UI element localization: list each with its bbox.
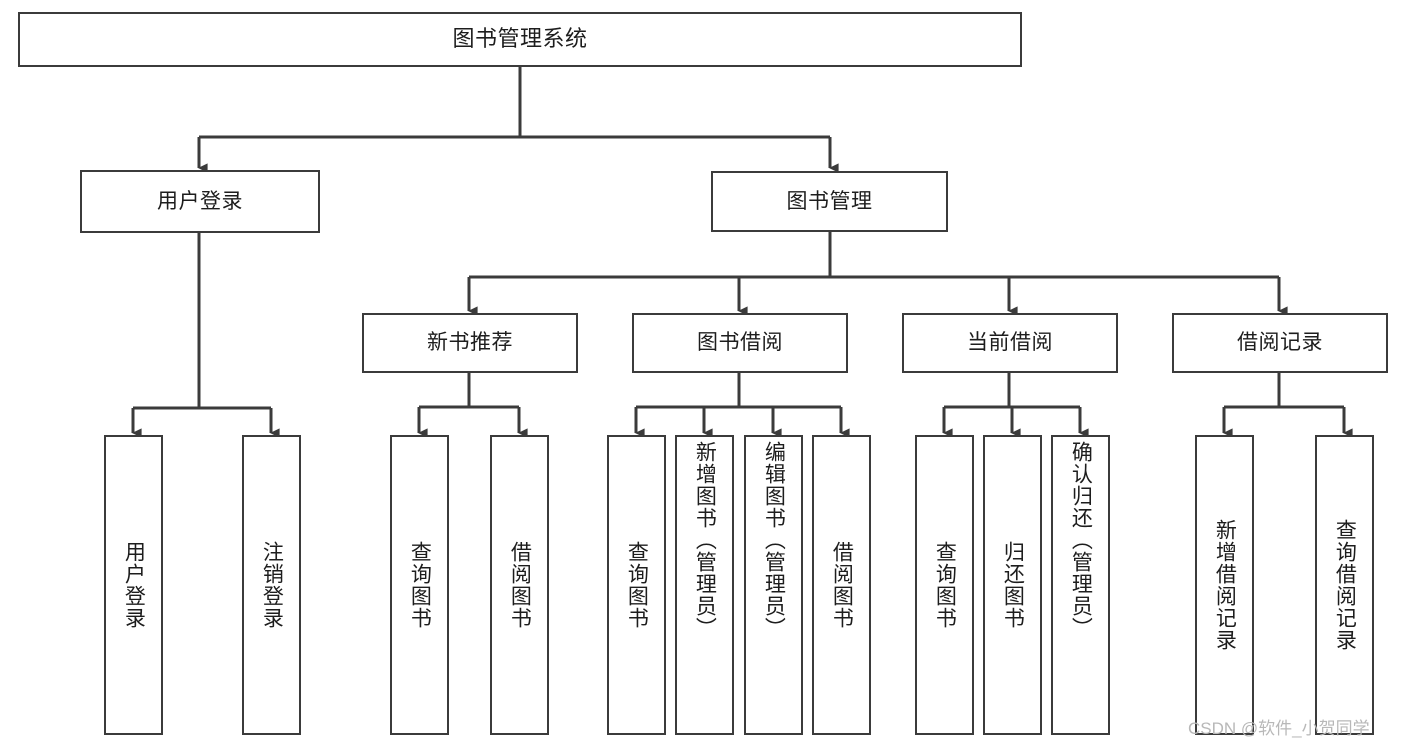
leaf-newbook-query-book[interactable]: 查询图书	[390, 435, 449, 735]
node-user-login[interactable]: 用户登录	[80, 170, 320, 233]
leaf-record-add-borrow-record[interactable]: 新增借阅记录	[1195, 435, 1254, 735]
node-book-borrow[interactable]: 图书借阅	[632, 313, 848, 373]
node-root[interactable]: 图书管理系统	[18, 12, 1022, 67]
leaf-current-confirm-return-admin[interactable]: 确认归还（管理员）	[1051, 435, 1110, 735]
node-new-book-recommend[interactable]: 新书推荐	[362, 313, 578, 373]
csdn-watermark: CSDN @软件_小贺同学	[1188, 719, 1370, 738]
leaf-record-query-borrow-record[interactable]: 查询借阅记录	[1315, 435, 1374, 735]
node-current-borrow[interactable]: 当前借阅	[902, 313, 1118, 373]
leaf-borrow-query-book[interactable]: 查询图书	[607, 435, 666, 735]
leaf-login-logout[interactable]: 注销登录	[242, 435, 301, 735]
leaf-borrow-edit-book-admin[interactable]: 编辑图书（管理员）	[744, 435, 803, 735]
leaf-current-query-book[interactable]: 查询图书	[915, 435, 974, 735]
node-book-management[interactable]: 图书管理	[711, 171, 948, 232]
leaf-borrow-borrow-book[interactable]: 借阅图书	[812, 435, 871, 735]
leaf-borrow-add-book-admin[interactable]: 新增图书（管理员）	[675, 435, 734, 735]
leaf-newbook-borrow-book[interactable]: 借阅图书	[490, 435, 549, 735]
leaf-login-user-login[interactable]: 用户登录	[104, 435, 163, 735]
leaf-current-return-book[interactable]: 归还图书	[983, 435, 1042, 735]
node-borrow-record[interactable]: 借阅记录	[1172, 313, 1388, 373]
